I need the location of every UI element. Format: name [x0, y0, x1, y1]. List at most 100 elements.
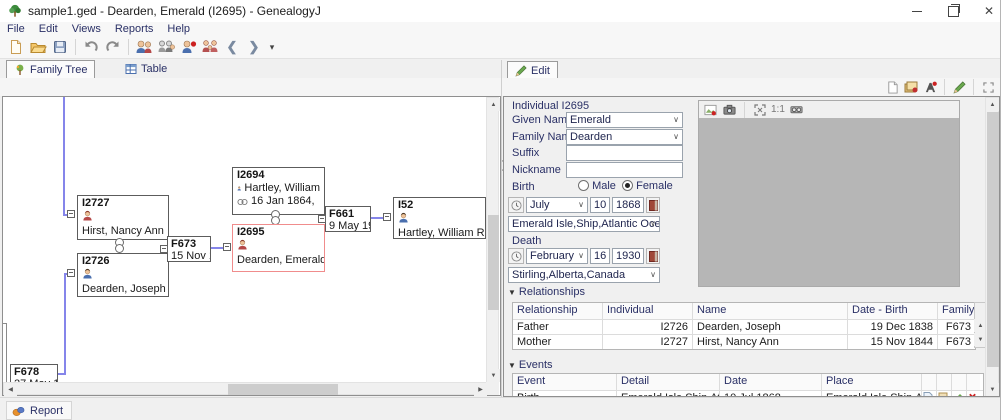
media-button[interactable] [903, 79, 919, 95]
female-radio[interactable] [622, 180, 634, 191]
column-header[interactable] [967, 374, 980, 390]
death-day-field[interactable]: 16 [590, 248, 610, 264]
fit-to-window-button[interactable] [752, 102, 767, 117]
collapse-handle[interactable] [383, 213, 391, 221]
table-row[interactable]: Mother I2727 Hirst, Nancy Ann 15 Nov 184… [513, 335, 975, 349]
death-source-button[interactable] [646, 248, 660, 264]
birth-year-field[interactable]: 1868 [612, 197, 644, 213]
table-row[interactable]: Birth Emerald Isle,Ship,Atlantic 10 Jul … [513, 391, 983, 396]
one-to-one-zoom-button[interactable]: 1:1 [771, 104, 785, 115]
close-button[interactable]: ✕ [972, 0, 1000, 22]
column-header[interactable] [952, 374, 967, 390]
given-name-combo[interactable]: Emerald∨ [566, 112, 683, 128]
maximize-edit-button[interactable] [980, 79, 996, 95]
edit-vertical-scrollbar[interactable]: ▲ ▼ [985, 97, 999, 396]
family-box-f678[interactable]: F678 27 May 1 [10, 364, 58, 382]
event-edit-button[interactable] [952, 391, 967, 396]
family-box-partial[interactable] [3, 323, 7, 382]
male-radio[interactable] [578, 180, 589, 191]
collapse-handle[interactable] [67, 269, 75, 277]
history-dropdown-button[interactable]: ▾ [266, 37, 278, 57]
save-file-button[interactable] [50, 37, 70, 57]
column-header[interactable]: Family [938, 303, 975, 319]
restore-button[interactable] [936, 0, 970, 22]
column-header[interactable] [937, 374, 952, 390]
slideshow-button[interactable] [789, 102, 804, 117]
collapse-handle[interactable] [223, 243, 231, 251]
ok-edit-button[interactable] [951, 79, 967, 95]
column-header[interactable]: Event [513, 374, 617, 390]
death-place-combo[interactable]: Stirling,Alberta,Canada∨ [508, 267, 660, 283]
scroll-down-arrow[interactable]: ▼ [487, 369, 500, 382]
scrollbar-thumb[interactable] [987, 112, 999, 367]
capture-button[interactable] [722, 102, 737, 117]
scrollbar-thumb[interactable] [228, 384, 338, 395]
tab-table[interactable]: Table [118, 60, 174, 77]
media-preview-area[interactable] [699, 118, 959, 286]
events-section-header[interactable]: ▼Events [508, 359, 553, 371]
birth-place-combo[interactable]: Emerald Isle,Ship,Atlantic Ocean∨ [508, 216, 660, 232]
add-media-button[interactable] [703, 102, 718, 117]
tree-canvas[interactable]: I2727 Hirst, Nancy Ann I2726 Dearden, Jo… [3, 97, 486, 382]
view-families-button[interactable] [156, 37, 176, 57]
tree-vertical-scrollbar[interactable]: ▲ ▼ [486, 97, 500, 382]
relationships-section-header[interactable]: ▼Relationships [508, 286, 585, 298]
new-file-button[interactable] [6, 37, 26, 57]
event-doc-button[interactable] [922, 391, 937, 396]
undo-button[interactable] [81, 37, 101, 57]
event-media-button[interactable] [937, 391, 952, 396]
column-header[interactable]: Relationship [513, 303, 603, 319]
tab-family-tree[interactable]: Family Tree [6, 60, 96, 79]
collapse-handle[interactable] [67, 210, 75, 218]
scroll-left-arrow[interactable]: ◀ [4, 383, 17, 396]
person-box-i52[interactable]: I52 Hartley, William Rus [393, 197, 486, 239]
person-box-i2726[interactable]: I2726 Dearden, Joseph [77, 253, 169, 297]
open-file-button[interactable] [28, 37, 48, 57]
death-month-combo[interactable]: February∨ [526, 248, 588, 264]
birth-calendar-button[interactable] [508, 197, 524, 213]
collapse-handle[interactable] [318, 215, 326, 223]
scrollbar-thumb[interactable] [488, 215, 499, 310]
family-box-f673[interactable]: F673 15 Nov 18 [167, 236, 211, 262]
nickname-field[interactable] [566, 162, 683, 178]
birth-day-field[interactable]: 10 [590, 197, 610, 213]
column-header[interactable]: Date - Birth [848, 303, 938, 319]
collapse-handle[interactable] [160, 245, 168, 253]
new-property-button[interactable] [884, 79, 900, 95]
scroll-down-arrow[interactable]: ▼ [974, 333, 987, 346]
person-box-i2694[interactable]: I2694 Hartley, William 16 Jan 1864, [232, 167, 325, 215]
panel-splitter[interactable] [501, 60, 502, 397]
scroll-right-arrow[interactable]: ▶ [474, 383, 487, 396]
event-delete-button[interactable] [967, 391, 980, 396]
menu-reports[interactable]: Reports [114, 23, 154, 35]
back-button[interactable]: ❮ [222, 37, 242, 57]
menu-views[interactable]: Views [71, 23, 101, 35]
menu-help[interactable]: Help [167, 23, 191, 35]
birth-month-combo[interactable]: July∨ [526, 197, 588, 213]
redo-button[interactable] [103, 37, 123, 57]
scroll-up-arrow[interactable]: ▲ [974, 319, 987, 332]
report-tab[interactable]: Report [6, 401, 73, 420]
death-year-field[interactable]: 1930 [612, 248, 644, 264]
set-root-button[interactable] [178, 37, 198, 57]
column-header[interactable]: Date [720, 374, 822, 390]
minimize-button[interactable] [900, 0, 934, 22]
person-box-i2695-selected[interactable]: I2695 Dearden, Emerald [232, 224, 325, 272]
family-box-f661[interactable]: F661 9 May 19 [325, 206, 371, 232]
scroll-up-arrow[interactable]: ▲ [986, 98, 999, 111]
column-header[interactable]: Place [822, 374, 922, 390]
scroll-up-arrow[interactable]: ▲ [487, 98, 500, 111]
column-header[interactable] [922, 374, 937, 390]
column-header[interactable]: Detail [617, 374, 720, 390]
family-name-combo[interactable]: Dearden∨ [566, 129, 683, 145]
menu-edit[interactable]: Edit [38, 23, 58, 35]
death-calendar-button[interactable] [508, 248, 524, 264]
note-button[interactable] [922, 79, 938, 95]
column-header[interactable]: Name [693, 303, 848, 319]
view-individuals-button[interactable] [134, 37, 154, 57]
tab-edit[interactable]: Edit [507, 61, 558, 80]
family-view-button[interactable] [200, 37, 220, 57]
scroll-down-arrow[interactable]: ▼ [986, 383, 999, 396]
tree-horizontal-scrollbar[interactable]: ◀ ▶ [3, 382, 487, 396]
suffix-field[interactable] [566, 145, 683, 161]
